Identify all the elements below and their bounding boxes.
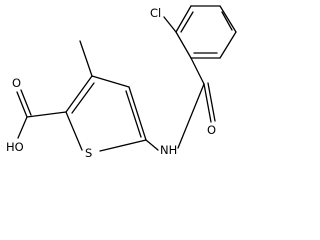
amide-c-o-double-bond [207, 82, 216, 122]
thiophene-ring [65, 75, 147, 152]
bond [219, 31, 237, 59]
amide-c-o-bond [203, 83, 212, 123]
carboxyl-c-o-bond [16, 91, 28, 118]
bond [175, 5, 192, 33]
aryl-carbonyl-bond [190, 57, 205, 85]
aromatic-inner-bond [180, 11, 194, 33]
bond [91, 75, 130, 88]
aromatic-inner-bond [71, 82, 95, 114]
bond [128, 86, 147, 141]
chemical-structure: Cl O NH S O HO [6, 5, 237, 160]
bond [175, 31, 192, 59]
amide-oxygen-atom: O [207, 123, 216, 137]
structure-drawing: Cl O NH S O HO [6, 5, 237, 160]
amide-nh-atom: NH [160, 143, 177, 157]
bond [99, 139, 147, 152]
ring-carboxyl-bond [26, 111, 67, 118]
bond [65, 75, 93, 113]
aromatic-inner-bond [125, 90, 142, 138]
bond [219, 5, 237, 33]
carboxyl-oxygen-atom: O [12, 76, 21, 90]
hydroxyl-group: HO [6, 140, 24, 154]
carboxyl-c-oh-bond [17, 116, 28, 139]
amide-c-n-bond [177, 83, 205, 149]
aromatic-inner-bond [221, 11, 233, 31]
methyl-bond [79, 40, 93, 77]
c-cl-bond [163, 16, 177, 33]
n-thiophene-bond [145, 139, 159, 151]
chlorine-atom: Cl [150, 6, 161, 20]
chlorophenyl-ring [175, 5, 237, 59]
sulfur-atom: S [85, 146, 92, 160]
carboxyl-c-o-double-bond [20, 89, 32, 116]
bond [65, 111, 83, 151]
